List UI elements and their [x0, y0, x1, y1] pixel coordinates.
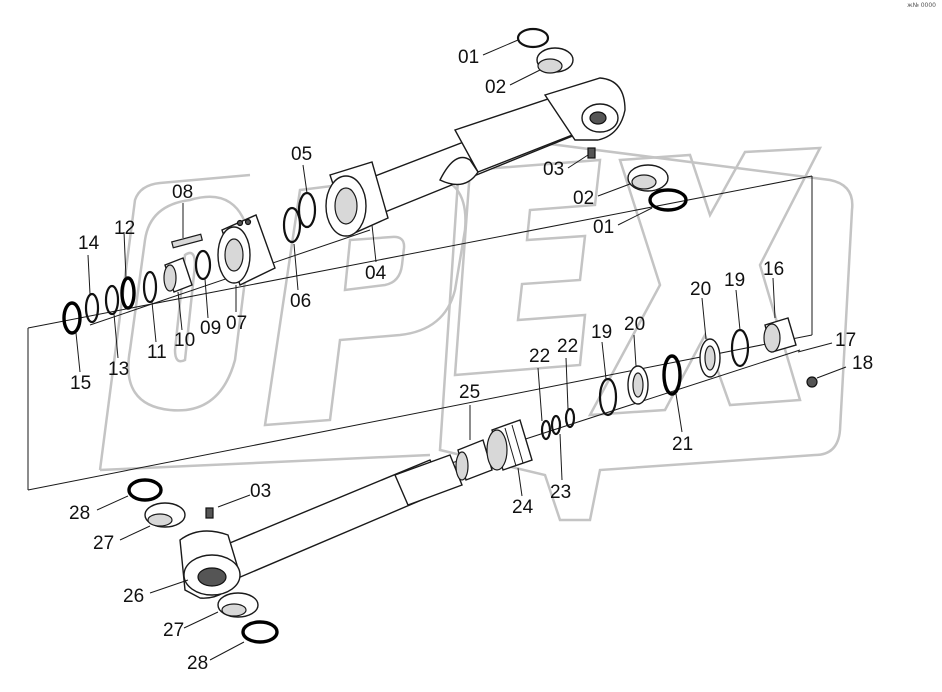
label-24: 24 — [512, 497, 534, 518]
label-20: 20 — [690, 279, 711, 300]
label-15: 15 — [70, 373, 91, 394]
cylinder-tube — [325, 77, 626, 237]
label-14: 14 — [78, 233, 100, 254]
spacer-25 — [455, 439, 493, 481]
screw-08 — [170, 233, 204, 249]
seal-01-right — [648, 188, 688, 212]
rod-guide — [217, 214, 276, 286]
label-08: 08 — [172, 182, 193, 203]
bushing-27-bottom-right — [217, 592, 259, 618]
label-13: 13 — [108, 359, 129, 380]
rings-19-20-upper — [699, 328, 750, 378]
leader-lines — [75, 39, 847, 661]
seal-01-top — [516, 27, 550, 49]
grease-nipple-top — [587, 147, 596, 159]
label-11: 11 — [147, 342, 167, 363]
label-21: 21 — [672, 434, 693, 455]
label-10: 10 — [174, 330, 195, 351]
label-12: 12 — [114, 218, 135, 239]
label-04: 04 — [365, 263, 387, 284]
rings-19-20-21 — [598, 354, 682, 417]
label-03: 03 — [250, 481, 271, 502]
label-27: 27 — [93, 533, 114, 554]
piston-24 — [486, 419, 533, 471]
label-02: 02 — [573, 188, 594, 209]
label-02: 02 — [485, 77, 506, 98]
label-17: 17 — [835, 330, 856, 351]
label-01: 01 — [458, 47, 479, 68]
seal-28-bottom-left — [127, 478, 163, 502]
label-09: 09 — [200, 318, 221, 339]
bushing-02-right — [627, 164, 669, 192]
label-03: 03 — [543, 159, 564, 180]
label-26: 26 — [123, 586, 144, 607]
bushing-10 — [163, 257, 193, 293]
label-05: 05 — [291, 144, 312, 165]
label-23: 23 — [550, 482, 571, 503]
piston-rod — [179, 454, 463, 599]
assembly-center-lines — [27, 175, 813, 491]
label-18: 18 — [852, 353, 873, 374]
bushing-02-top — [536, 47, 574, 74]
label-22: 22 — [557, 336, 578, 357]
seal-28-bottom-right — [241, 620, 279, 644]
small-rings-22-23 — [540, 407, 576, 441]
nut-16 — [763, 317, 797, 353]
label-28: 28 — [69, 503, 90, 524]
label-19: 19 — [591, 322, 612, 343]
corner-mark: ж№ 0000 — [907, 2, 936, 9]
label-28: 28 — [187, 653, 208, 674]
label-01: 01 — [593, 217, 614, 238]
ring-05-06 — [282, 191, 317, 244]
label-25: 25 — [459, 382, 480, 403]
part-labels: 01 02 03 02 01 05 08 04 06 07 09 10 11 1… — [69, 47, 873, 674]
label-16: 16 — [763, 259, 784, 280]
screw-18 — [806, 376, 818, 388]
ring-09 — [194, 249, 212, 281]
label-06: 06 — [290, 291, 311, 312]
label-07: 07 — [226, 313, 247, 334]
label-27: 27 — [163, 620, 184, 641]
seal-rings-11-15 — [62, 270, 158, 335]
label-20: 20 — [624, 314, 645, 335]
bushing-27-bottom-left — [144, 502, 186, 528]
label-22: 22 — [529, 346, 550, 367]
label-19: 19 — [724, 270, 745, 291]
